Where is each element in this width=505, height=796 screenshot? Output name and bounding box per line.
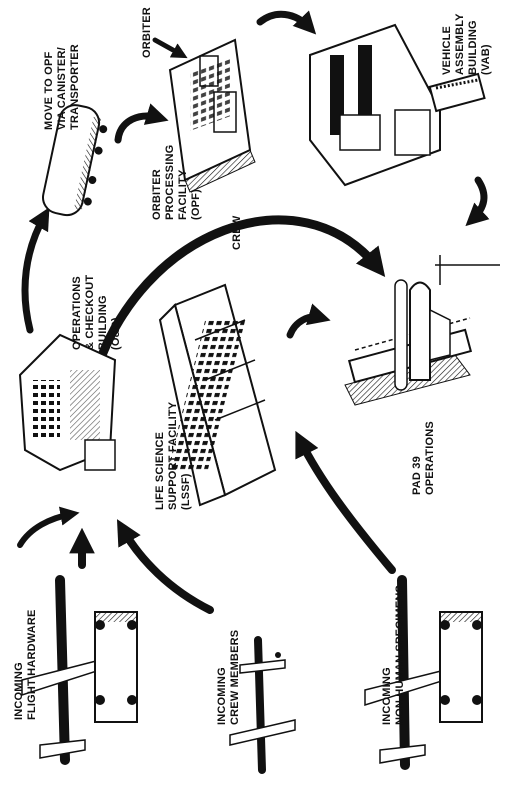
svg-text:& CHECKOUT: & CHECKOUT <box>84 275 96 350</box>
label-vab: VEHICLE ASSEMBLY BUILDING (VAB) <box>441 13 492 75</box>
opf-building-icon <box>168 38 256 193</box>
svg-text:CREW: CREW <box>231 215 243 250</box>
svg-text:INCOMING: INCOMING <box>216 667 228 725</box>
svg-text:MOVE TO OPF: MOVE TO OPF <box>43 52 55 130</box>
svg-text:BUILDING: BUILDING <box>467 20 479 75</box>
label-move-to-opf: MOVE TO OPF VIA CANISTER/ TRANSPORTER <box>43 44 81 130</box>
cargo-plane-icon <box>364 575 446 770</box>
truck-trailer-icon <box>439 611 483 723</box>
svg-text:OPERATIONS: OPERATIONS <box>424 421 436 495</box>
svg-text:(VAB): (VAB) <box>480 44 492 75</box>
svg-text:(OPF): (OPF) <box>190 189 202 220</box>
svg-text:NON HUMAN SPECIMENS: NON HUMAN SPECIMENS <box>394 585 406 725</box>
label-oc: OPERATIONS & CHECKOUT BUILDING (O&C) <box>71 275 122 350</box>
svg-text:ORBITER: ORBITER <box>141 7 153 58</box>
truck-trailer-icon <box>94 611 138 723</box>
svg-text:LIFE SCIENCE: LIFE SCIENCE <box>154 432 166 510</box>
hardware-to-oc-curve-arrow <box>17 506 80 548</box>
crew-arrow <box>90 215 386 380</box>
svg-text:(O&C): (O&C) <box>110 317 122 350</box>
svg-text:VEHICLE: VEHICLE <box>441 26 453 75</box>
oc-to-canister-arrow <box>21 207 50 334</box>
cargo-plane-icon <box>21 575 101 765</box>
opf-to-vab-arrow <box>256 10 317 35</box>
payload-canister-icon <box>42 104 108 217</box>
svg-text:SUPPORT FACILITY: SUPPORT FACILITY <box>167 401 179 510</box>
flow-arrows <box>17 10 490 614</box>
svg-text:CREW MEMBERS: CREW MEMBERS <box>229 630 241 725</box>
label-lssf: LIFE SCIENCE SUPPORT FACILITY (LSSF) <box>154 401 192 510</box>
svg-text:FLIGHT HARDWARE: FLIGHT HARDWARE <box>26 609 38 720</box>
label-opf: ORBITER PROCESSING FACILITY (OPF) <box>151 145 202 220</box>
svg-text:PROCESSING: PROCESSING <box>164 145 176 220</box>
jet-aircraft-icon <box>229 636 296 774</box>
canister-to-opf-arrow <box>114 103 169 144</box>
label-incoming-non-human-specimens: INCOMING NON HUMAN SPECIMENS <box>381 585 406 725</box>
label-crew: CREW <box>231 215 243 250</box>
label-pad-39: PAD 39 OPERATIONS <box>411 421 436 495</box>
svg-text:FACILITY: FACILITY <box>177 169 189 220</box>
lssf-to-pad-arrow <box>286 303 331 339</box>
specimens-to-lssf-arrow <box>295 430 396 574</box>
svg-text:(LSSF): (LSSF) <box>180 473 192 510</box>
svg-text:ASSEMBLY: ASSEMBLY <box>454 13 466 75</box>
svg-text:INCOMING: INCOMING <box>381 667 393 725</box>
svg-text:TRANSPORTER: TRANSPORTER <box>69 44 81 130</box>
svg-text:PAD 39: PAD 39 <box>411 456 423 495</box>
svg-text:BUILDING: BUILDING <box>97 295 109 350</box>
oc-building-icon <box>18 333 117 472</box>
orbiter-pointer-arrow <box>152 37 188 59</box>
vab-building-icon <box>309 23 486 187</box>
svg-text:INCOMING: INCOMING <box>13 662 25 720</box>
vab-to-pad-arrow <box>465 176 490 227</box>
label-incoming-crew-members: INCOMING CREW MEMBERS <box>216 630 241 725</box>
lssf-building-icon <box>158 283 277 507</box>
label-orbiter: ORBITER <box>141 7 153 58</box>
label-incoming-flight-hardware: INCOMING FLIGHT HARDWARE <box>13 609 38 720</box>
svg-text:VIA CANISTER/: VIA CANISTER/ <box>56 47 68 130</box>
space-shuttle-icon <box>394 279 451 391</box>
crew-members-to-oc-arrow <box>116 519 214 614</box>
svg-text:ORBITER: ORBITER <box>151 169 163 220</box>
svg-text:OPERATIONS: OPERATIONS <box>71 276 83 350</box>
